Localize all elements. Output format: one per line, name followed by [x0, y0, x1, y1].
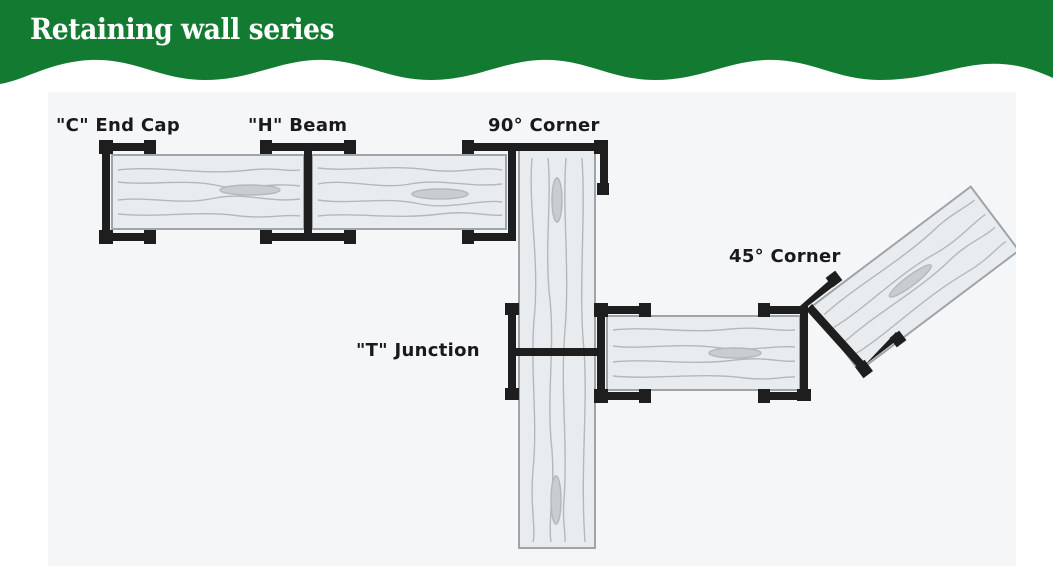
label-t-junction: "T" Junction	[356, 340, 480, 361]
header-wave	[0, 0, 1053, 84]
plank-middle	[311, 154, 507, 230]
page-title: Retaining wall series	[30, 12, 335, 46]
header-wave-shape	[0, 0, 1053, 84]
wall-diagram	[99, 140, 1016, 549]
corner-90-connector	[462, 140, 609, 244]
h-beam-connector	[260, 140, 356, 244]
corner-45-connector	[758, 270, 907, 403]
label-h-beam: "H" Beam	[248, 115, 348, 136]
c-end-cap-connector	[99, 140, 156, 244]
label-45-corner: 45° Corner	[729, 246, 841, 267]
label-c-end-cap: "C" End Cap	[56, 115, 181, 136]
steel-connectors	[99, 140, 907, 403]
label-90-corner: 90° Corner	[488, 115, 600, 136]
t-junction-connector	[505, 303, 651, 403]
diagram-area	[48, 92, 1016, 566]
wood-grain	[117, 157, 1007, 543]
header-banner: Retaining wall series	[0, 0, 1053, 100]
